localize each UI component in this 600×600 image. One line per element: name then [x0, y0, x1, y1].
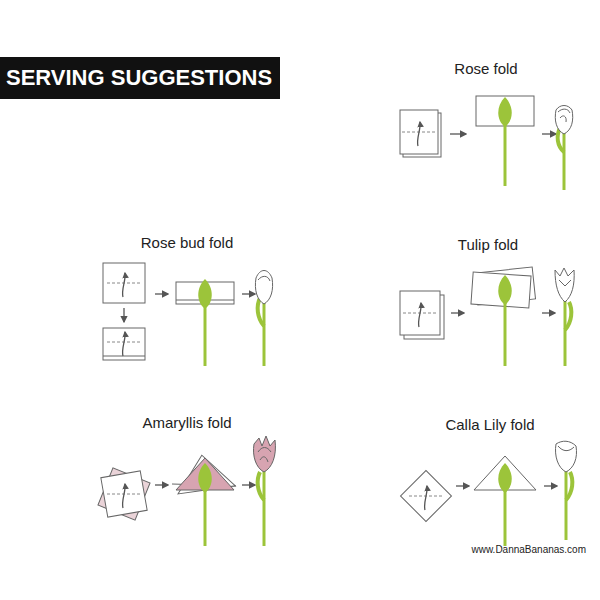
fold-name: Amaryllis fold: [142, 414, 231, 432]
watermark: www.DannaBananas.com: [471, 544, 586, 556]
amaryllis-fold-steps: [98, 436, 275, 546]
fold-name: Calla Lily fold: [445, 416, 534, 434]
tulip-fold-steps: [400, 267, 574, 366]
fold-name: Tulip fold: [458, 236, 518, 254]
fold-name: Rose bud fold: [141, 234, 234, 252]
calla-lily-fold-steps: [401, 441, 577, 546]
title-band: SERVING SUGGESTIONS: [0, 57, 280, 99]
rose-bud-fold-steps: [103, 263, 273, 366]
fold-name: Rose fold: [454, 60, 517, 78]
rose-fold-steps: [400, 96, 573, 190]
